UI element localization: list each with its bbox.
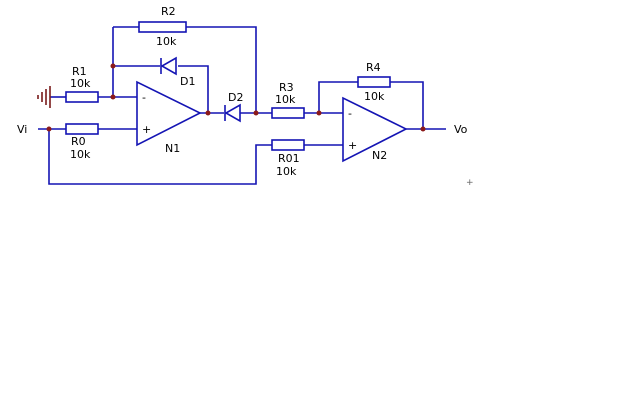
label-r01-name: R01 xyxy=(278,152,300,165)
label-r0-value: 10k xyxy=(70,148,91,161)
wires xyxy=(38,26,446,185)
diode-d2[interactable] xyxy=(224,103,241,123)
label-d1: D1 xyxy=(180,75,195,88)
resistor-r3[interactable] xyxy=(271,107,305,119)
label-r3-value: 10k xyxy=(275,93,296,106)
label-n1-minus: - xyxy=(142,91,146,104)
resistor-r2[interactable] xyxy=(138,21,187,33)
opamp-n1[interactable] xyxy=(136,80,202,147)
resistor-r4[interactable] xyxy=(357,76,391,88)
wire-r4-left xyxy=(318,81,358,113)
wire-vi-to-r01 xyxy=(48,129,272,185)
ground-symbol xyxy=(37,86,51,108)
label-r1-name: R1 xyxy=(72,65,87,78)
label-n2: N2 xyxy=(372,149,387,162)
wire-d1-right xyxy=(178,65,209,113)
label-r4-name: R4 xyxy=(366,61,381,74)
junction-dots xyxy=(46,63,426,132)
label-n1-plus: + xyxy=(142,123,151,136)
wire-r2-to-node xyxy=(186,26,257,113)
cursor-crosshair: + xyxy=(466,178,474,188)
label-r0-name: R0 xyxy=(71,135,86,148)
resistor-r1[interactable] xyxy=(65,91,99,103)
label-r2-name: R2 xyxy=(161,5,176,18)
label-r1-value: 10k xyxy=(70,77,91,90)
label-vo: Vo xyxy=(454,123,468,136)
label-vi: Vi xyxy=(17,123,27,136)
label-r4-value: 10k xyxy=(364,90,385,103)
label-n2-minus: - xyxy=(348,107,352,120)
label-n2-plus: + xyxy=(348,139,357,152)
label-d2: D2 xyxy=(228,91,243,104)
diode-d1[interactable] xyxy=(160,56,177,76)
label-r3-name: R3 xyxy=(279,81,294,94)
label-r01-value: 10k xyxy=(276,165,297,178)
resistor-r01[interactable] xyxy=(271,139,305,151)
wire-r4-right xyxy=(390,81,424,129)
resistor-r0[interactable] xyxy=(65,123,99,135)
label-n1: N1 xyxy=(165,142,180,155)
label-r2-value: 10k xyxy=(156,35,177,48)
opamp-n2[interactable] xyxy=(342,96,408,163)
